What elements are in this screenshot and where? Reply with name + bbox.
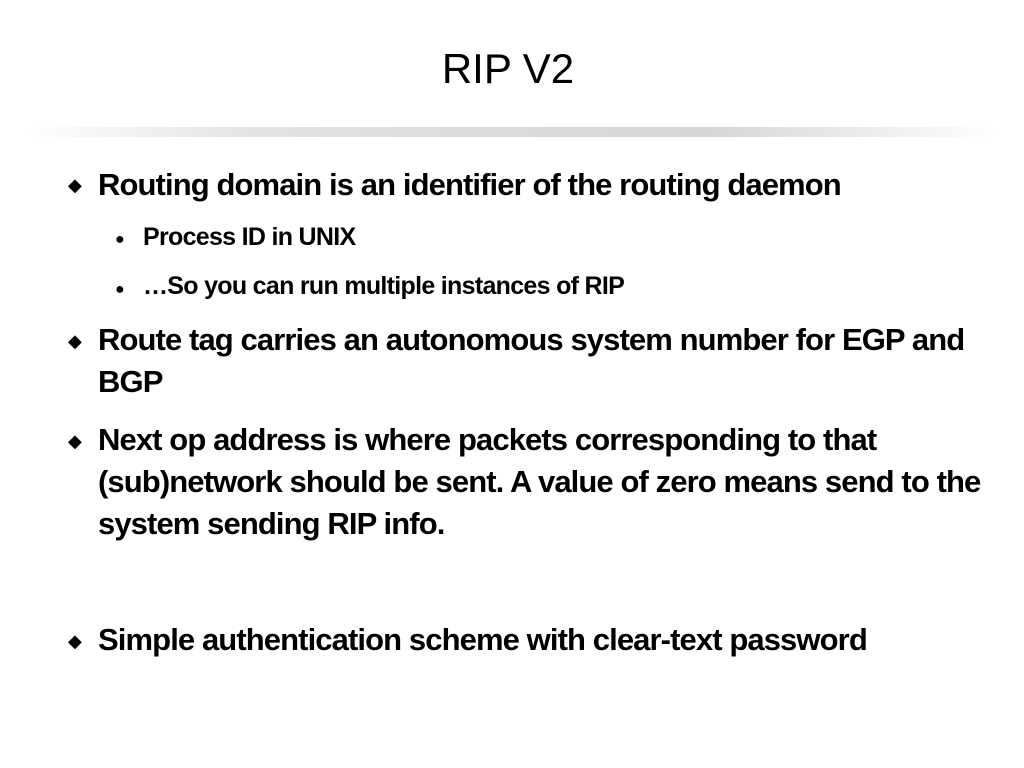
diamond-bullet-icon: ◆	[68, 331, 82, 351]
sub-bullet-item: …So you can run multiple instances of RI…	[143, 272, 625, 300]
dot-bullet-icon: ●	[115, 281, 125, 298]
diamond-bullet-icon: ◆	[68, 431, 82, 451]
diamond-bullet-icon: ◆	[68, 631, 82, 651]
bullet-item: Next op address is where packets corresp…	[98, 422, 981, 541]
diamond-bullet-icon: ◆	[68, 175, 82, 195]
slide-title: RIP V2	[441, 45, 575, 92]
title-divider	[20, 127, 1000, 137]
sub-bullet-item: Process ID in UNIX	[143, 223, 356, 251]
bullet-item: Route tag carries an autonomous system n…	[98, 322, 965, 399]
bullet-item: Routing domain is an identifier of the r…	[98, 167, 842, 202]
bullet-item: Simple authentication scheme with clear-…	[98, 622, 868, 657]
dot-bullet-icon: ●	[115, 231, 125, 248]
